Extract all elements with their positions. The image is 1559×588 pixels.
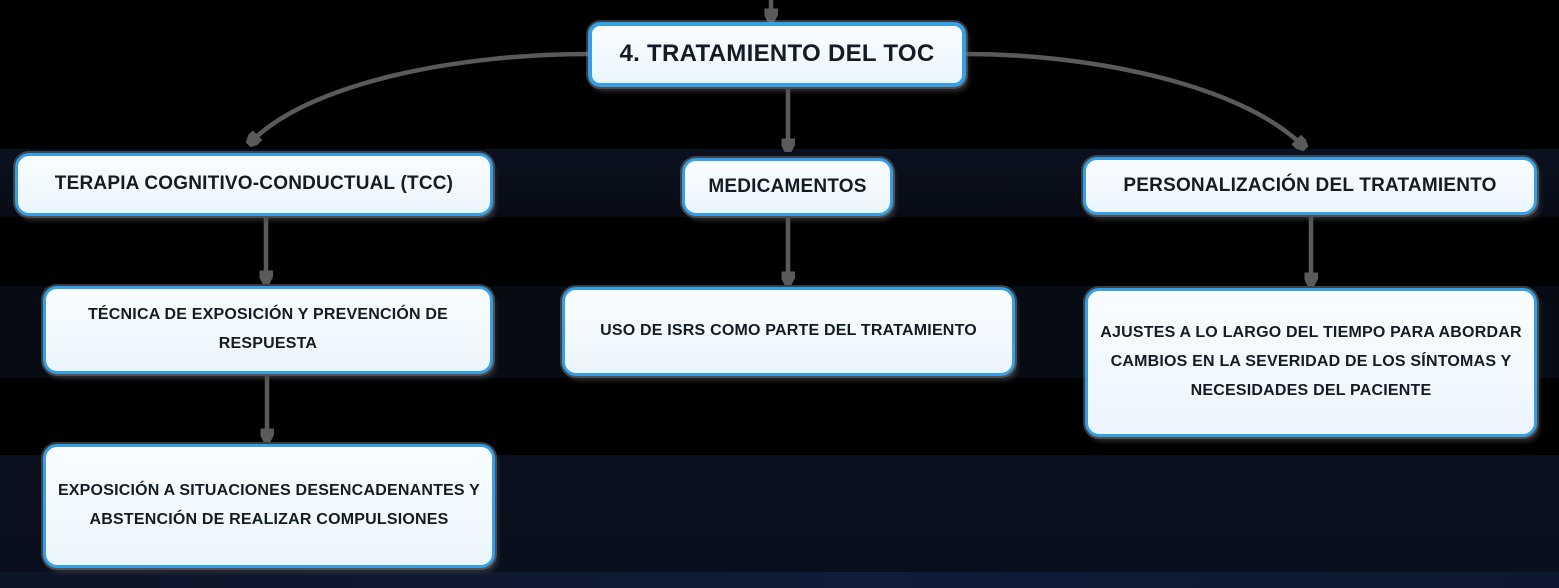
node-child-exposicion-situaciones-label: EXPOSICIÓN A SITUACIONES DESENCADENANTES… [57,482,481,528]
node-branch-terapia-tcc[interactable]: TERAPIA COGNITIVO-CONDUCTUAL (TCC) [15,153,493,216]
node-child-tecnica-exposicion-label: TÉCNICA DE EXPOSICIÓN Y PREVENCIÓN DE RE… [87,306,449,352]
connector-title-to-tcc [251,51,589,142]
node-child-uso-isrs-label: USO DE ISRS COMO PARTE DEL TRATAMIENTO [600,322,977,340]
node-child-tecnica-exposicion[interactable]: TÉCNICA DE EXPOSICIÓN Y PREVENCIÓN DE RE… [43,286,493,374]
node-root-title[interactable]: 4. TRATAMIENTO DEL TOC [588,22,966,87]
node-branch-terapia-tcc-label: TERAPIA COGNITIVO-CONDUCTUAL (TCC) [54,173,454,195]
node-child-uso-isrs[interactable]: USO DE ISRS COMO PARTE DEL TRATAMIENTO [562,287,1015,376]
node-branch-personalizacion[interactable]: PERSONALIZACIÓN DEL TRATAMIENTO [1083,157,1537,215]
node-branch-personalizacion-label: PERSONALIZACIÓN DEL TRATAMIENTO [1123,174,1497,196]
node-child-exposicion-situaciones[interactable]: EXPOSICIÓN A SITUACIONES DESENCADENANTES… [43,444,495,568]
node-child-ajustes-tiempo-label: AJUSTES A LO LARGO DEL TIEMPO PARA ABORD… [1100,324,1522,399]
node-branch-medicamentos-label: MEDICAMENTOS [708,175,867,197]
node-branch-medicamentos[interactable]: MEDICAMENTOS [682,158,893,216]
node-child-ajustes-tiempo[interactable]: AJUSTES A LO LARGO DEL TIEMPO PARA ABORD… [1085,288,1537,437]
connector-title-to-personalizacion [965,51,1303,146]
node-root-title-label: 4. TRATAMIENTO DEL TOC [619,40,935,68]
